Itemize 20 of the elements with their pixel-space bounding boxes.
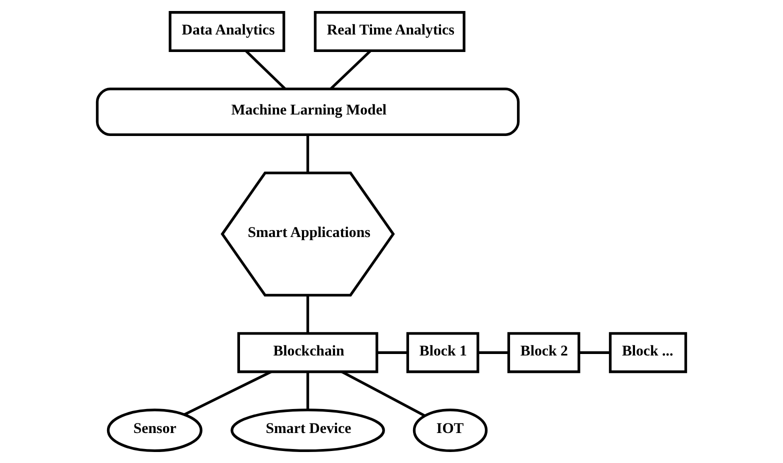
node-box: Real Time Analytics (314, 11, 466, 52)
node-box: Block 1 (406, 332, 480, 374)
connector (306, 295, 310, 334)
connector (306, 372, 310, 410)
node-box: Machine Larning Model (96, 88, 520, 136)
connector (478, 351, 508, 354)
connector (341, 370, 426, 417)
node-box: Blockchain (237, 332, 378, 374)
node-box: Data Analytics (168, 11, 286, 52)
node-box: Block ... (608, 332, 688, 374)
node-ellipse: Sensor (106, 408, 202, 452)
connector (306, 134, 310, 172)
node-box: Block 2 (507, 332, 580, 374)
node-ellipse: Smart Device (230, 408, 385, 452)
connector (244, 50, 286, 90)
connector (184, 370, 272, 416)
connector (330, 50, 372, 90)
connector (579, 351, 610, 354)
connector (377, 351, 408, 354)
node-ellipse: IOT (412, 408, 488, 452)
